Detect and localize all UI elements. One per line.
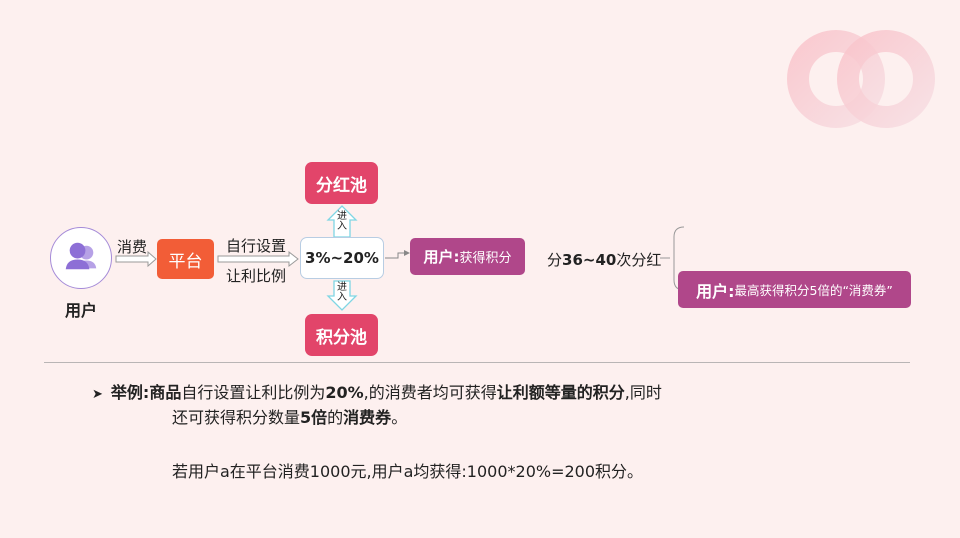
arrow-setting-icon <box>217 250 299 268</box>
example-line-3: 若用户a在平台消费1000元,用户a均获得:1000*20%=200积分。 <box>172 462 644 481</box>
arrow-up-enter-icon <box>326 205 358 238</box>
users-icon <box>65 242 97 270</box>
user-points-text: 获得积分 <box>459 251 512 266</box>
dividend-pool-box: 分红池 <box>305 162 378 204</box>
example-heading: 举例: <box>110 383 150 402</box>
enter-label-top: 进入 <box>337 211 347 232</box>
connector-line <box>385 252 408 259</box>
user-voucher-prefix: 用户: <box>696 281 735 301</box>
example-line-1: ➤举例:商品自行设置让利比例为20%,的消费者均可获得让利额等量的积分,同时 <box>92 383 662 402</box>
points-pool-box: 积分池 <box>305 314 378 356</box>
consume-label: 消费 <box>117 238 148 256</box>
setting-label-line2: 让利比例 <box>226 267 287 285</box>
arrow-down-enter-icon <box>326 280 358 311</box>
user-label: 用户 <box>64 301 97 320</box>
arrow-bullet-icon: ➤ <box>92 387 103 402</box>
divider <box>44 362 910 363</box>
platform-box: 平台 <box>157 239 214 279</box>
user-voucher-box: 用户:最高获得积分5倍的“消费券” <box>678 271 911 308</box>
arrow-consume-icon <box>115 250 157 268</box>
user-points-prefix: 用户: <box>423 248 460 266</box>
enter-label-bottom: 进入 <box>337 282 347 303</box>
rings-logo-icon <box>787 30 935 128</box>
example-line-2: 还可获得积分数量5倍的消费券。 <box>172 408 408 427</box>
user-points-box: 用户:获得积分 <box>410 238 525 275</box>
user-voucher-highlight: “消费券” <box>842 283 893 298</box>
ratio-box: 3%~20% <box>300 237 384 279</box>
dividend-text: 分36~40次分红 <box>547 251 662 269</box>
setting-label-line1: 自行设置 <box>226 237 287 255</box>
user-avatar <box>50 227 112 289</box>
user-voucher-text: 最高获得积分5倍的 <box>734 283 843 298</box>
